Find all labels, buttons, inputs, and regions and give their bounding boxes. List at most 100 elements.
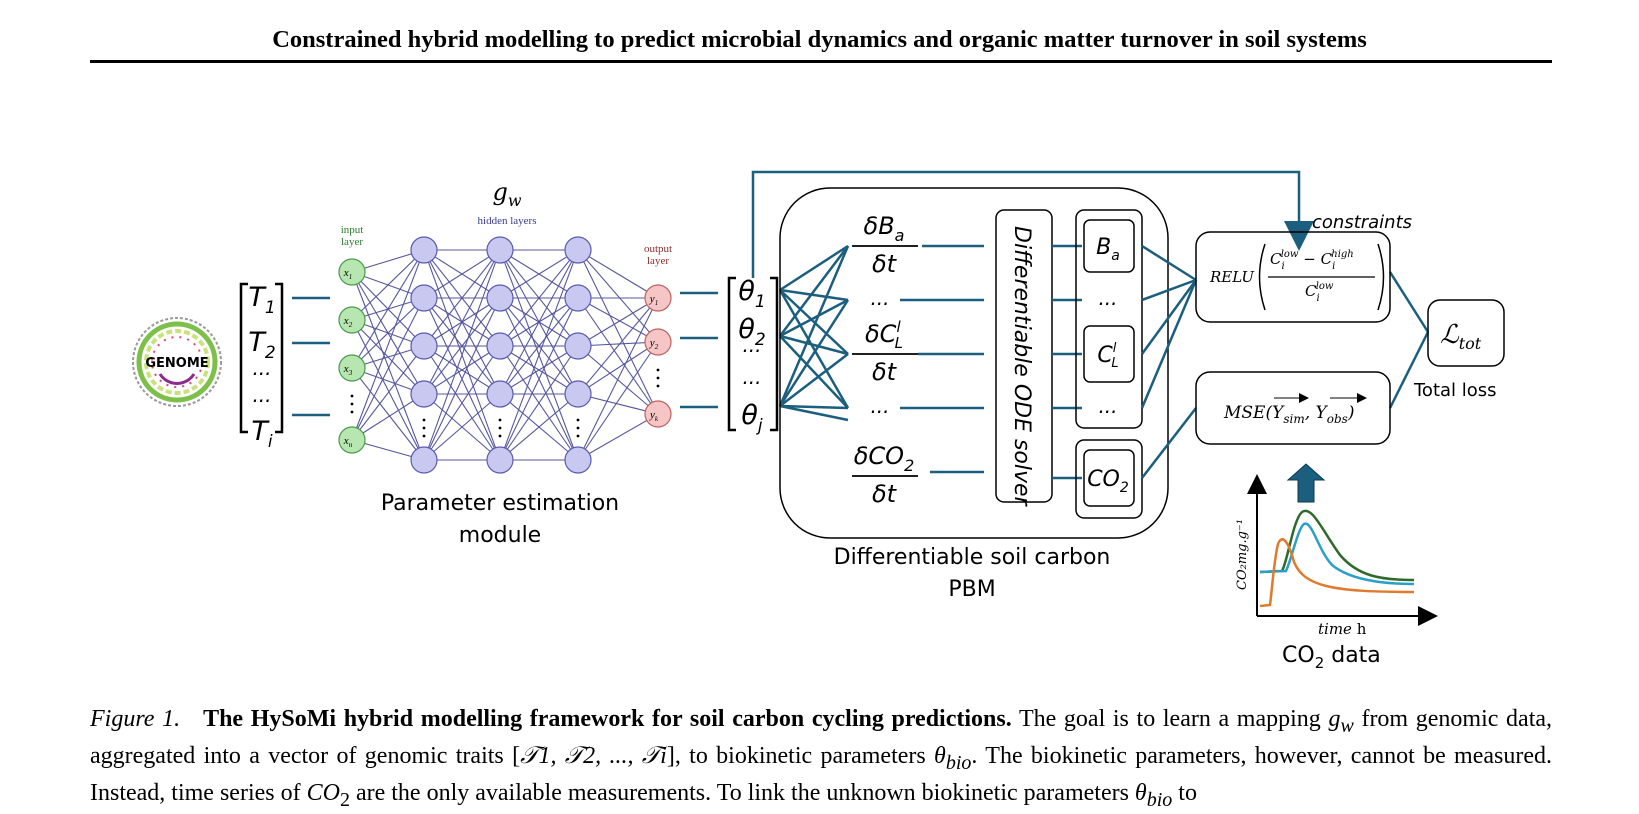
network-edge [423, 393, 501, 461]
param-link [779, 404, 849, 410]
loss-connectors [1140, 244, 1430, 479]
network-node [338, 306, 366, 334]
network-edge [423, 249, 501, 299]
network-edge [499, 249, 579, 347]
network-edge [577, 249, 659, 415]
param-link [779, 298, 849, 338]
network-edge [351, 271, 425, 461]
node-label: x3 [343, 363, 353, 377]
param-4: θj [741, 400, 763, 436]
network-edge [499, 297, 579, 395]
network-edge [577, 249, 659, 343]
derivative-3: ... [870, 394, 889, 418]
relu-formula: RELU Cilow − Cihigh Cilow [1209, 243, 1385, 311]
svg-text:CO2: CO2 [1087, 467, 1129, 496]
network-node [564, 380, 592, 408]
node-label: yk [649, 409, 659, 423]
network-node [338, 354, 366, 382]
solver-connectors [900, 244, 1082, 480]
genome-label: GENOME [145, 356, 208, 371]
network-node [410, 236, 438, 264]
network-edge [423, 297, 501, 395]
trait-4: Ti [251, 416, 273, 452]
state-0: Ba [1083, 219, 1135, 273]
ellipsis-dot [656, 368, 660, 372]
network-edge [577, 393, 659, 415]
svg-text:Cilow − Cihigh: Cilow − Cihigh [1270, 249, 1354, 272]
param-link [779, 288, 849, 302]
network-edge [499, 249, 579, 461]
total-loss-label: Total loss [1413, 380, 1497, 401]
network-edge [499, 393, 579, 461]
svg-text:...: ... [1098, 286, 1117, 310]
ode-solver-label: Differentiable ODE solver [1009, 226, 1034, 508]
network-node [564, 284, 592, 312]
ellipsis-dot [350, 394, 354, 398]
relu-constraint-box [1195, 231, 1391, 323]
ellipsis-dot [498, 434, 502, 438]
network-node [564, 446, 592, 474]
param-link [778, 245, 850, 407]
param-2: ... [742, 333, 761, 357]
caption-bold: The HySoMi hybrid modelling framework fo… [203, 706, 1012, 732]
genome-icon: GENOME [132, 317, 222, 407]
plot-x-label: time h [1318, 620, 1367, 638]
node-label: y2 [649, 337, 659, 351]
svg-text:δt: δt [872, 480, 898, 508]
ode-solver-box [995, 209, 1053, 503]
network-edge [351, 345, 425, 441]
network-edge [423, 297, 501, 461]
svg-text:δCO2: δCO2 [854, 442, 915, 475]
module-label-2: module [459, 523, 541, 548]
state-outer-box [1075, 209, 1143, 429]
network-edge [577, 297, 659, 347]
network-edge [577, 413, 659, 461]
constraint-arrow [751, 170, 1314, 278]
network-edge [351, 393, 425, 441]
param-1: θ2 [738, 314, 765, 350]
state-4: CO2 [1083, 449, 1135, 507]
network-node [486, 332, 514, 360]
output-layer-label-1: output [644, 243, 672, 255]
network-edge [577, 341, 659, 395]
network-node [410, 284, 438, 312]
network-node [410, 332, 438, 360]
network-edge [499, 345, 579, 395]
network-node [410, 446, 438, 474]
network-node [486, 236, 514, 264]
pbm-label-2: PBM [948, 577, 995, 602]
svg-text:Ba: Ba [1096, 235, 1120, 264]
network-node [644, 400, 672, 428]
network-node [486, 284, 514, 312]
network-edge [423, 345, 501, 461]
network-edge [499, 249, 579, 395]
derivative-4: δCO2 δt [852, 442, 918, 508]
ellipsis-dot [656, 376, 660, 380]
total-loss-box [1427, 299, 1505, 367]
network-edge [577, 249, 659, 299]
hidden-layers-label: hidden layers [478, 215, 537, 227]
caption-text-a: The goal is to learn a mapping [1011, 706, 1329, 732]
network-edge [351, 249, 425, 369]
trait-3: ... [252, 383, 271, 407]
network-node [338, 426, 366, 454]
caption-theta: θ [934, 742, 946, 769]
network-edge [351, 319, 425, 461]
co2-outer-box [1075, 439, 1143, 519]
param-3: ... [742, 365, 761, 389]
paper-title: Constrained hybrid modelling to predict … [272, 26, 1367, 53]
network-edge [577, 297, 659, 395]
network-edge [351, 249, 425, 321]
node-label: xn [343, 435, 353, 449]
svg-text:δBa: δBa [864, 212, 905, 245]
trait-1: T2 [248, 327, 275, 363]
data-upload-arrow [1286, 463, 1326, 503]
svg-text:...: ... [1098, 394, 1117, 418]
